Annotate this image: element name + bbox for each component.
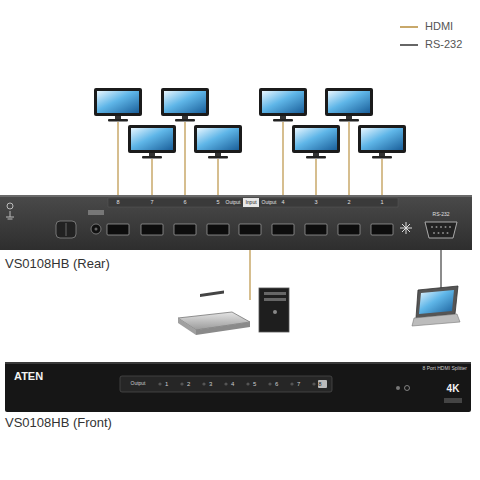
port-number: 2 xyxy=(347,200,350,206)
port-number: 3 xyxy=(314,200,317,206)
brand-logo: ATEN xyxy=(14,371,43,382)
view-caption: VS0108HB (Front) xyxy=(5,416,112,429)
view-caption: VS0108HB (Rear) xyxy=(5,257,110,270)
led-number: 3 xyxy=(209,381,212,387)
port-label: RS-232 xyxy=(433,212,450,217)
front-panel xyxy=(5,362,471,412)
port-number: 1 xyxy=(380,200,383,206)
port-number: 5 xyxy=(216,200,219,206)
legend-text: RS-232 xyxy=(425,39,462,50)
monitors xyxy=(94,88,406,159)
control-terminal xyxy=(412,286,460,326)
source-devices xyxy=(178,288,289,335)
port-number: 6 xyxy=(183,200,186,206)
panel-label: Output xyxy=(130,381,145,386)
port-number: 4 xyxy=(281,200,284,206)
led-number: 7 xyxy=(297,381,300,387)
legend-lines xyxy=(400,27,418,45)
model-text: 8 Port HDMI Splitter xyxy=(423,366,467,371)
rear-panel xyxy=(0,195,472,250)
port-group-label: Output xyxy=(225,200,240,205)
port-group-label: Output xyxy=(261,200,276,205)
led-number: 5 xyxy=(253,381,256,387)
led-number: 1 xyxy=(165,381,168,387)
port-number: 7 xyxy=(150,200,153,206)
led-number: 2 xyxy=(187,381,190,387)
led-number: 4 xyxy=(231,381,234,387)
legend-text: HDMI xyxy=(425,21,453,32)
led-number: 6 xyxy=(275,381,278,387)
format-logo: 4K xyxy=(447,384,460,394)
led-number: 8 xyxy=(318,381,321,387)
port-number: 8 xyxy=(116,200,119,206)
port-group-label: Input xyxy=(245,200,256,205)
